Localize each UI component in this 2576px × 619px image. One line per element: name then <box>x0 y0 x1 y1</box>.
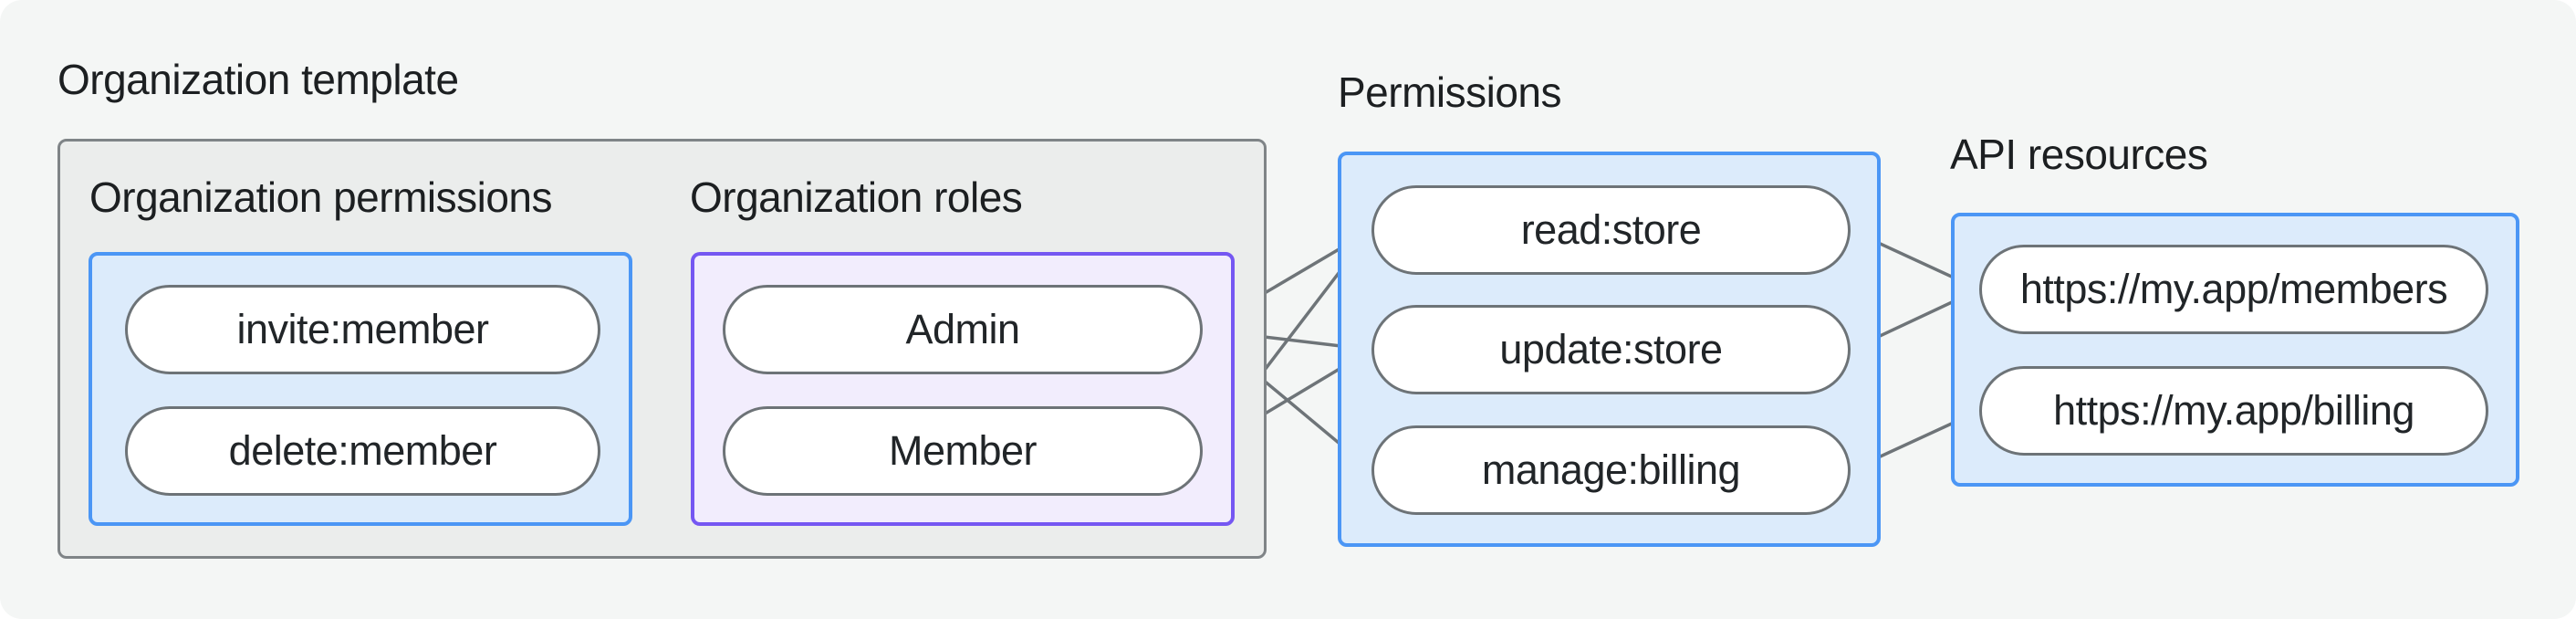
node-admin-role: Admin <box>723 285 1203 374</box>
node-invite-member: invite:member <box>125 285 600 374</box>
api-resources-label: API resources <box>1950 131 2208 178</box>
organization-template-title: Organization template <box>57 56 459 103</box>
node-member-role: Member <box>723 406 1203 496</box>
node-members-resource: https://my.app/members <box>1979 245 2488 334</box>
node-read-store: read:store <box>1371 185 1851 275</box>
node-update-store: update:store <box>1371 305 1851 394</box>
node-manage-billing: manage:billing <box>1371 425 1851 515</box>
node-billing-resource: https://my.app/billing <box>1979 366 2488 456</box>
organization-roles-label: Organization roles <box>690 173 1023 221</box>
organization-permissions-label: Organization permissions <box>89 173 553 221</box>
node-delete-member: delete:member <box>125 406 600 496</box>
permissions-label: Permissions <box>1338 68 1562 116</box>
